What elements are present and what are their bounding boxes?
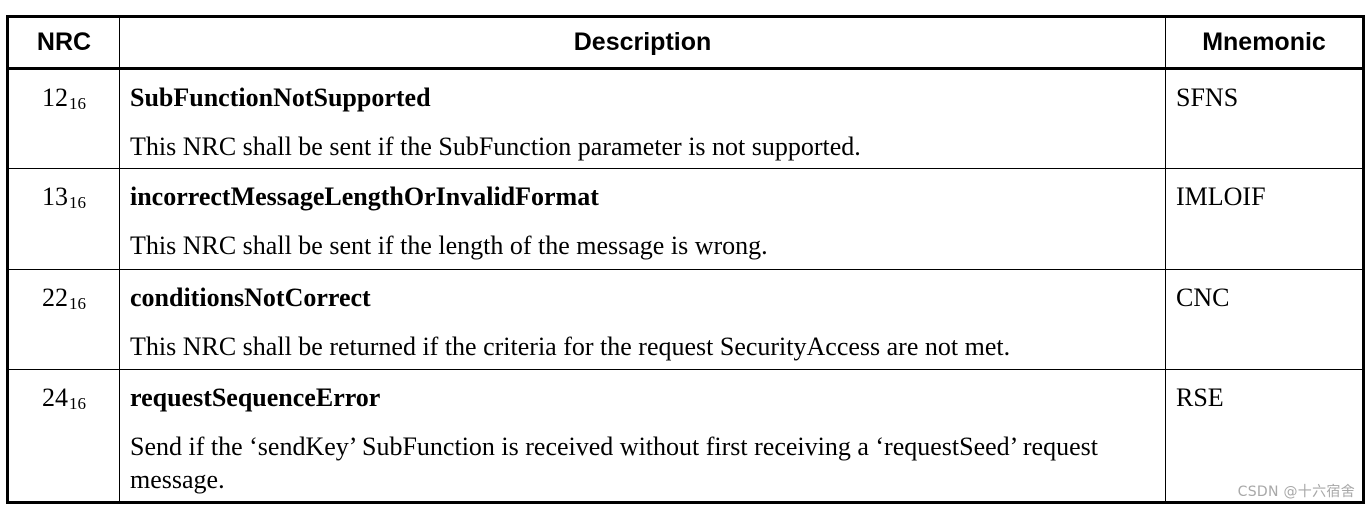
nrc-value: 13	[42, 182, 68, 212]
nrc-cell: 2416	[7, 369, 120, 503]
nrc-name: requestSequenceError	[130, 383, 381, 413]
nrc-cell: 1316	[7, 168, 120, 270]
nrc-cell: 2216	[7, 268, 120, 371]
nrc-value: 24	[42, 383, 68, 413]
nrc-cell: 1216	[7, 67, 120, 170]
table-row: 2216 conditionsNotCorrect This NRC shall…	[7, 268, 1364, 371]
nrc-name: incorrectMessageLengthOrInvalidFormat	[130, 182, 599, 212]
table-row: 2416 requestSequenceError Send if the ‘s…	[7, 369, 1364, 503]
mnemonic-cell: RSE	[1165, 369, 1364, 503]
nrc-name: SubFunctionNotSupported	[130, 83, 431, 112]
nrc-description: This NRC shall be sent if the SubFunctio…	[130, 132, 861, 161]
nrc-base: 16	[69, 193, 86, 213]
nrc-description: This NRC shall be sent if the length of …	[130, 231, 768, 261]
nrc-description: This NRC shall be returned if the criter…	[130, 331, 1011, 361]
watermark: CSDN @十六宿舍	[1237, 484, 1355, 500]
mnemonic-cell: SFNS	[1165, 67, 1364, 170]
mnemonic-cell: IMLOIF	[1165, 168, 1364, 270]
table-row: 1316 incorrectMessageLengthOrInvalidForm…	[7, 168, 1364, 270]
nrc-base: 16	[69, 94, 86, 113]
header-mnemonic: Mnemonic	[1165, 16, 1364, 70]
table-row: 1216 SubFunctionNotSupported This NRC sh…	[7, 67, 1364, 170]
nrc-base: 16	[69, 293, 86, 313]
nrc-value: 22	[42, 282, 68, 312]
nrc-base: 16	[69, 394, 86, 414]
header-row: NRC Description Mnemonic	[7, 16, 1364, 70]
nrc-name: conditionsNotCorrect	[130, 282, 371, 312]
description-cell: incorrectMessageLengthOrInvalidFormat Th…	[119, 168, 1166, 270]
description-cell: conditionsNotCorrect This NRC shall be r…	[119, 268, 1166, 371]
header-nrc: NRC	[7, 16, 120, 70]
nrc-description: Send if the ‘sendKey’ SubFunction is rec…	[130, 432, 1098, 495]
description-cell: SubFunctionNotSupported This NRC shall b…	[119, 67, 1166, 170]
nrc-value: 12	[42, 83, 68, 112]
description-cell: requestSequenceError Send if the ‘sendKe…	[119, 369, 1166, 503]
mnemonic-cell: CNC	[1165, 268, 1364, 371]
header-description: Description	[119, 16, 1166, 70]
nrc-table: NRC Description Mnemonic 1216 SubFunctio…	[6, 15, 1365, 504]
